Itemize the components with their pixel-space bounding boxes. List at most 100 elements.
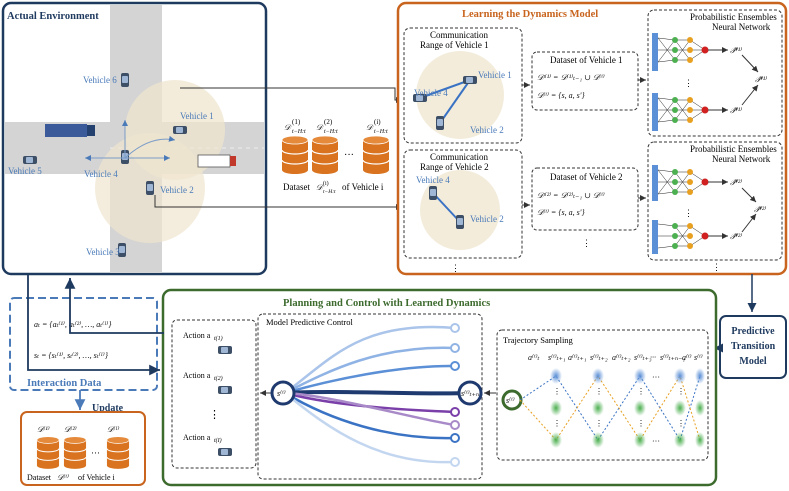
dataset-1-sub: (1) <box>292 118 301 126</box>
svg-text:𝒟⁽¹⁾: 𝒟⁽¹⁾ <box>37 425 50 434</box>
svg-text:a⁽ⁱ⁾ₜ₊₁: a⁽ⁱ⁾ₜ₊₁ <box>568 353 587 362</box>
comm1-line1: Communication <box>430 30 488 40</box>
pen2-line1: Probabilistic Ensembles <box>690 144 777 154</box>
dataset-i-icon <box>362 135 390 175</box>
dataset2-title: Dataset of Vehicle 2 <box>550 172 623 182</box>
dataset-caption-prefix: Dataset <box>283 182 310 192</box>
svg-text:⋮: ⋮ <box>209 409 220 421</box>
nn-2b <box>652 220 709 254</box>
svg-text:a⁽ⁱ⁾: a⁽ⁱ⁾ <box>682 353 692 362</box>
svg-text:a⁽ⁱ⁾ₜ₊₂: a⁽ⁱ⁾ₜ₊₂ <box>612 353 631 362</box>
svg-text:𝒟⁽ⁱ⁾ = {s, a, s'}: 𝒟⁽ⁱ⁾ = {s, a, s'} <box>537 208 585 217</box>
svg-text:t−H:t: t−H:t <box>292 129 306 135</box>
svg-text:𝒟⁽ⁱ⁾ = {s, a, s'}: 𝒟⁽ⁱ⁾ = {s, a, s'} <box>537 91 585 100</box>
svg-text:𝒫̂⁽²⁾: 𝒫̂⁽²⁾ <box>754 205 766 214</box>
svg-text:⋮: ⋮ <box>684 208 693 218</box>
svg-text:···: ··· <box>652 437 660 446</box>
action-1-sub: t(1) <box>214 335 223 342</box>
svg-text:···: ··· <box>652 373 660 382</box>
svg-text:a⁽ⁱ⁾ₜ: a⁽ⁱ⁾ₜ <box>528 353 540 362</box>
mpc-end-node <box>457 380 483 406</box>
env-vehicle-4-label: Vehicle 4 <box>84 169 118 179</box>
comm1-vehicle1-label: Vehicle 1 <box>478 70 512 80</box>
svg-text:𝒫̂⁽²⁾: 𝒫̂⁽²⁾ <box>730 232 742 241</box>
svg-text:⋮: ⋮ <box>582 238 591 248</box>
svg-text:𝒫̂⁽¹⁾: 𝒫̂⁽¹⁾ <box>755 75 767 84</box>
comm2-vehicle2-label: Vehicle 2 <box>470 214 504 224</box>
learning-panel: Learning the Dynamics Model Communicatio… <box>396 1 788 276</box>
svg-text:⋮: ⋮ <box>677 419 685 428</box>
comm1-line2: Range of Vehicle 1 <box>420 40 489 50</box>
svg-text:𝒟: 𝒟 <box>366 123 374 132</box>
svg-text:𝒫̂⁽²⁾: 𝒫̂⁽²⁾ <box>730 178 742 187</box>
svg-text:t−H:t: t−H:t <box>324 129 338 135</box>
svg-text:s⁽ⁱ⁾ₜ₊ₙ: s⁽ⁱ⁾ₜ₊ₙ <box>461 389 479 398</box>
dataset-caption-suffix: of Vehicle i <box>342 182 384 192</box>
pen1-line2: Neural Network <box>712 22 771 32</box>
svg-text:sₜ = {sₜ⁽¹⁾, sₜ⁽²⁾, …, sₜ⁽ᴵ⁾}: sₜ = {sₜ⁽¹⁾, sₜ⁽²⁾, …, sₜ⁽ᴵ⁾} <box>34 351 109 360</box>
action-I-sub: t(I) <box>214 437 222 444</box>
dataset-1-icon <box>281 135 309 175</box>
dataset-2-icon <box>311 135 339 175</box>
svg-text:𝒟⁽ⁱ⁾: 𝒟⁽ⁱ⁾ <box>57 473 69 482</box>
predictive-line2: Transition <box>731 341 776 352</box>
env-vehicle-1-label: Vehicle 1 <box>180 111 214 121</box>
learning-title: Learning the Dynamics Model <box>462 9 598 20</box>
action-2-label: Action a <box>183 371 211 380</box>
svg-text:···: ··· <box>91 448 100 458</box>
nn-1a <box>652 33 709 71</box>
env-vehicle-6-label: Vehicle 6 <box>83 75 117 85</box>
interaction-title: Interaction Data <box>27 378 102 389</box>
svg-text:···: ··· <box>650 353 656 362</box>
comm2-vehicle4-label: Vehicle 4 <box>416 175 450 185</box>
svg-text:𝒟ᵗ⁽²⁾ = 𝒟⁽²⁾ₜ₋₁ ∪ 𝒟⁽ⁱ⁾: 𝒟ᵗ⁽²⁾ = 𝒟⁽²⁾ₜ₋₁ ∪ 𝒟⁽ⁱ⁾ <box>537 191 605 200</box>
action-I-label: Action a <box>183 433 211 442</box>
svg-text:𝒟⁽²⁾: 𝒟⁽²⁾ <box>64 425 77 434</box>
svg-text:𝒫̂⁽¹⁾: 𝒫̂⁽¹⁾ <box>730 106 742 115</box>
comm2-line1: Communication <box>430 152 488 162</box>
svg-text:𝒫̂⁽¹⁾: 𝒫̂⁽¹⁾ <box>730 46 742 55</box>
svg-text:⋮: ⋮ <box>553 387 561 396</box>
traj-sampling-label: Trajectory Sampling <box>503 335 574 345</box>
svg-text:s⁽ⁱ⁾: s⁽ⁱ⁾ <box>277 389 286 398</box>
updated-datasets-panel: 𝒟⁽¹⁾ 𝒟⁽²⁾ 𝒟⁽ᴵ⁾ ··· Dataset 𝒟⁽ⁱ⁾ of Vehic… <box>20 411 146 486</box>
svg-text:s⁽ⁱ⁾: s⁽ⁱ⁾ <box>694 353 703 362</box>
svg-text:⋮: ⋮ <box>637 419 645 428</box>
dataset-dots: ··· <box>344 150 354 161</box>
svg-text:s⁽ⁱ⁾: s⁽ⁱ⁾ <box>506 396 515 405</box>
predictive-line1: Predictive <box>731 326 775 337</box>
env-vehicle-2-label: Vehicle 2 <box>160 185 194 195</box>
pen2-line2: Neural Network <box>712 154 771 164</box>
updated-caption-suffix: of Vehicle i <box>78 473 116 482</box>
pen1-line1: Probabilistic Ensembles <box>690 12 777 22</box>
svg-text:t−H:t: t−H:t <box>323 189 336 195</box>
svg-text:⋮: ⋮ <box>595 387 603 396</box>
dataset-i-sub: (i) <box>374 118 381 126</box>
nn-2a <box>652 165 709 201</box>
env-title: Actual Environment <box>7 11 99 22</box>
comm1-vehicle4-label: Vehicle 4 <box>414 88 448 98</box>
predictive-line3: Model <box>739 356 766 367</box>
interaction-data-panel: aₜ = {aₜ⁽¹⁾, aₜ⁽²⁾, …, aₜ⁽ᴵ⁾} sₜ = {sₜ⁽¹… <box>9 297 158 391</box>
svg-text:⋮: ⋮ <box>712 262 721 272</box>
svg-text:(i): (i) <box>323 180 329 187</box>
planning-title: Planning and Control with Learned Dynami… <box>283 298 490 309</box>
comm1-vehicle2-label: Vehicle 2 <box>470 125 504 135</box>
svg-text:⋮: ⋮ <box>637 387 645 396</box>
action-2-sub: t(2) <box>214 375 223 382</box>
svg-text:s⁽ⁱ⁾ₜ₊₁: s⁽ⁱ⁾ₜ₊₁ <box>548 353 566 362</box>
svg-text:⋮: ⋮ <box>451 263 460 273</box>
svg-text:s⁽ⁱ⁾ₜ₊₃: s⁽ⁱ⁾ₜ₊₃ <box>634 353 652 362</box>
svg-text:𝒟: 𝒟 <box>316 123 324 132</box>
nn-1b <box>652 93 709 131</box>
updated-caption-prefix: Dataset <box>27 473 52 482</box>
traj-start-node <box>501 389 523 411</box>
mpc-start-node <box>270 380 296 406</box>
dataset1-title: Dataset of Vehicle 1 <box>550 55 623 65</box>
planning-panel: Planning and Control with Learned Dynami… <box>161 288 718 487</box>
svg-text:⋮: ⋮ <box>553 419 561 428</box>
svg-text:𝒟ᵗ⁽¹⁾ = 𝒟⁽¹⁾ₜ₋₁ ∪ 𝒟⁽ⁱ⁾: 𝒟ᵗ⁽¹⁾ = 𝒟⁽¹⁾ₜ₋₁ ∪ 𝒟⁽ⁱ⁾ <box>537 73 605 82</box>
sampling-nodes <box>550 368 705 448</box>
predictive-transition-model-box: Predictive Transition Model <box>719 315 787 379</box>
